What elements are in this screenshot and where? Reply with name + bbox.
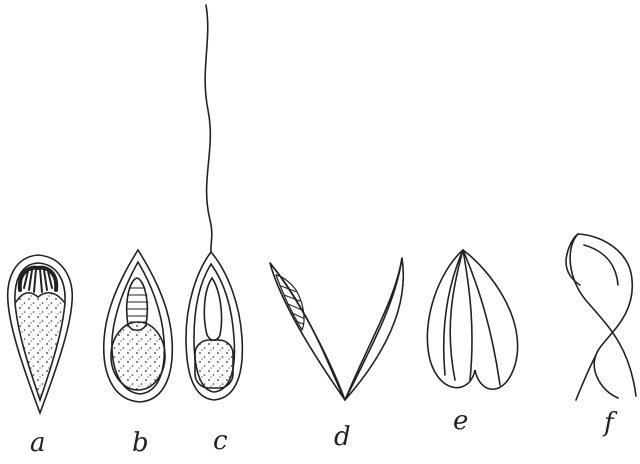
label-c: c	[213, 428, 228, 454]
label-e: e	[453, 408, 468, 434]
figure-a-cell	[8, 255, 73, 413]
figure-c-cell	[186, 5, 242, 400]
label-b: b	[132, 430, 149, 456]
label-a: a	[30, 430, 46, 456]
label-f: f	[604, 410, 614, 436]
figure-e-valves	[427, 250, 517, 389]
label-d: d	[334, 424, 351, 450]
figure-b-cell	[104, 250, 173, 402]
figure-f-valves	[566, 234, 636, 400]
figure-d-valves	[270, 258, 403, 400]
